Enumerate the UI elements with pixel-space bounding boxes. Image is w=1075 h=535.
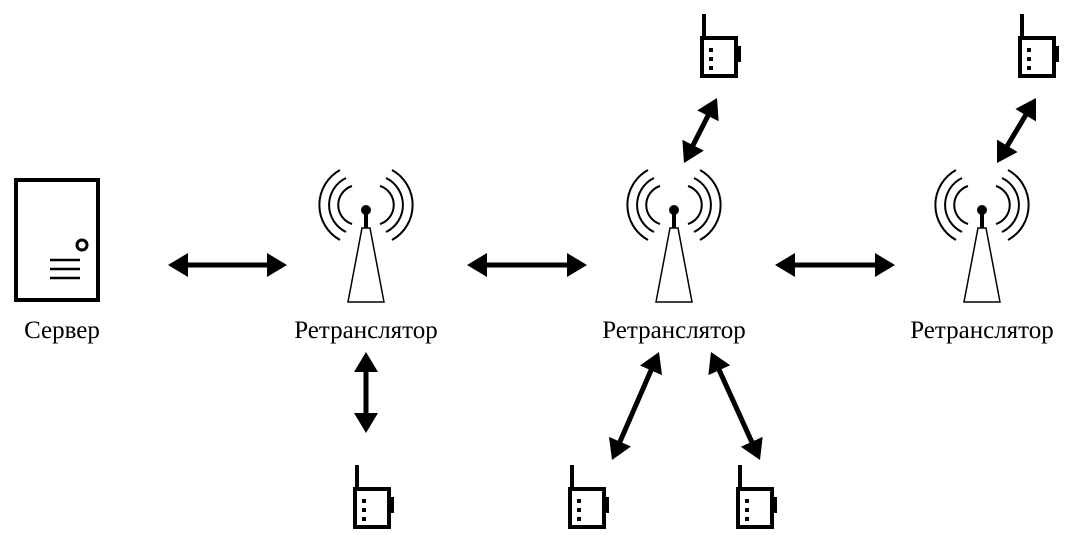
antenna-tower-icon [625, 168, 723, 304]
bidirectional-arrow [467, 253, 587, 277]
relay-label: Ретранслятор [602, 317, 746, 344]
bidirectional-arrow [682, 98, 719, 163]
server-label: Сервер [24, 317, 100, 344]
relay-label: Ретранслятор [910, 317, 1054, 344]
server-icon [14, 178, 100, 302]
portable-radio-icon [353, 463, 396, 529]
bidirectional-arrow [354, 352, 378, 433]
portable-radio-icon [736, 463, 779, 529]
relay-label: Ретранслятор [294, 317, 438, 344]
bidirectional-arrow [997, 98, 1036, 163]
bidirectional-arrow [608, 352, 663, 460]
bidirectional-arrow [708, 352, 763, 460]
portable-radio-icon [700, 12, 743, 78]
antenna-tower-icon [317, 168, 415, 304]
antenna-tower-icon [933, 168, 1031, 304]
portable-radio-icon [568, 463, 611, 529]
bidirectional-arrow [775, 253, 895, 277]
portable-radio-icon [1018, 12, 1061, 78]
bidirectional-arrow [168, 253, 287, 277]
